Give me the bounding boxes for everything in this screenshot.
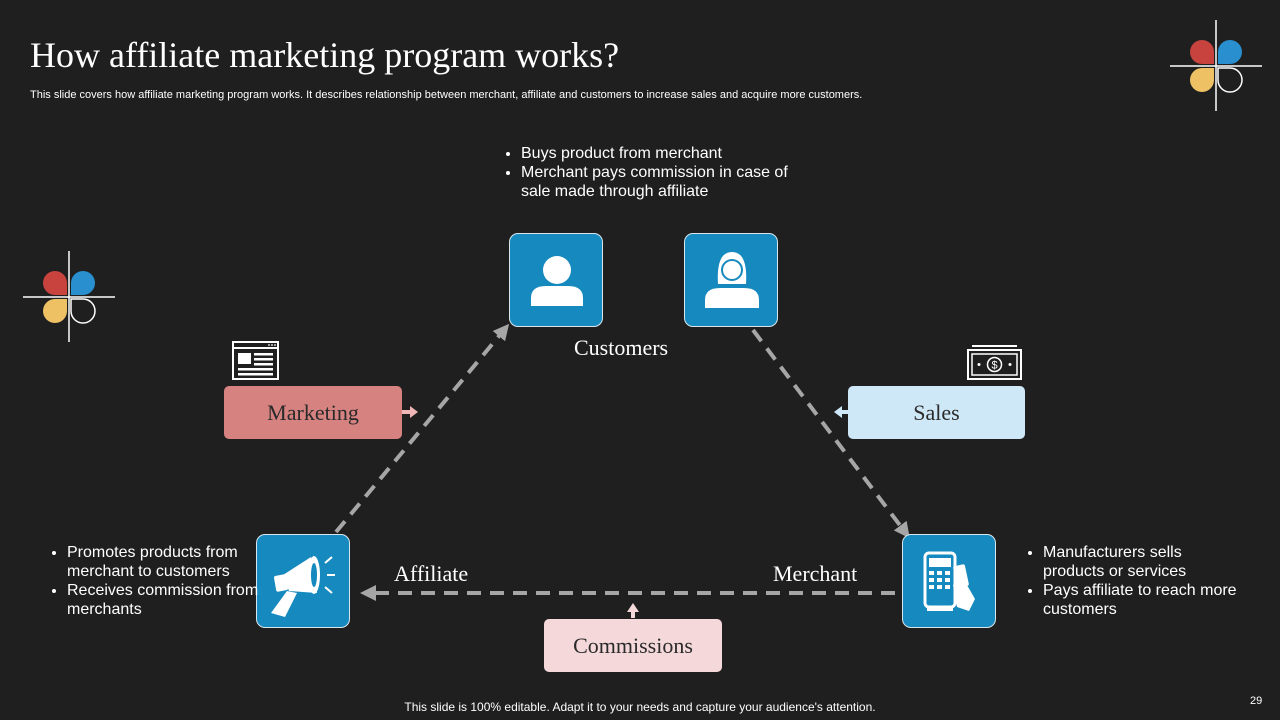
page-number: 29 [1250,695,1263,707]
customers-label: Customers [574,335,669,360]
customers-notes: Buys product from merchant Merchant pays… [501,144,821,201]
affiliate-notes: Promotes products from merchant to custo… [47,543,267,619]
list-item: Buys product from merchant [521,144,821,163]
page-title: How affiliate marketing program works? [30,35,620,75]
customer-male-box [509,233,603,327]
brand-logo-icon [1170,20,1262,111]
page-subtitle: This slide covers how affiliate marketin… [30,89,863,101]
footer-text: This slide is 100% editable. Adapt it to… [404,700,876,714]
list-item: Merchant pays commission in case of sale… [521,163,821,201]
list-item: Pays affiliate to reach more customers [1043,581,1243,619]
money-bill-icon: $ [967,345,1022,380]
commissions-pill: Commissions [544,619,722,672]
merchant-box [902,534,996,628]
merchant-notes: Manufacturers sells products or services… [1023,543,1243,619]
sales-pill: Sales [848,386,1025,439]
affiliate-to-customers-connector [334,323,510,534]
user-female-icon [705,252,759,308]
svg-text:$: $ [991,360,997,372]
user-male-icon [531,256,583,306]
list-item: Promotes products from merchant to custo… [67,543,267,581]
payment-terminal-icon [923,551,975,611]
merchant-label: Merchant [773,561,858,586]
marketing-pill: Marketing [224,386,402,439]
customers-to-merchant-connector [751,328,910,539]
customer-female-box [684,233,778,327]
web-page-icon [232,341,279,380]
affiliate-box [256,534,350,628]
brand-logo-icon [23,251,115,342]
list-item: Receives commission from merchants [67,581,267,619]
megaphone-icon [271,556,335,617]
list-item: Manufacturers sells products or services [1043,543,1243,581]
affiliate-label: Affiliate [394,561,469,586]
